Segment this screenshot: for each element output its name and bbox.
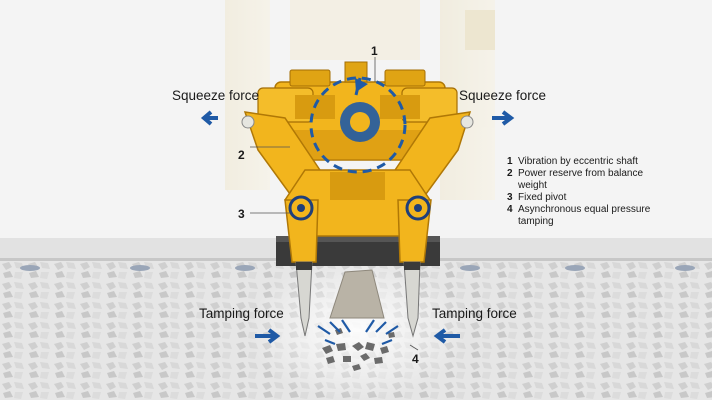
legend-item-number: 4 — [507, 204, 513, 215]
legend-item: 2 Power reserve from balance weight — [507, 168, 707, 192]
callout-2: 2 — [238, 148, 245, 162]
eccentric-shaft-rotation — [309, 76, 407, 174]
legend-item: 4 Asynchronous equal pressure tamping — [507, 204, 707, 228]
ballast-flow-arrows — [317, 319, 399, 346]
legend-item-number: 2 — [507, 168, 513, 179]
machine-frame-background — [225, 0, 495, 200]
legend-item-number: 3 — [507, 192, 513, 203]
callout-4: 4 — [412, 352, 419, 366]
legend-item: 3 Fixed pivot — [507, 192, 707, 204]
callout-leaders — [250, 57, 419, 351]
tamping-arrow-left — [255, 328, 281, 344]
legend-item-text: Vibration by eccentric shaft — [518, 156, 638, 167]
squeeze-force-label-right: Squeeze force — [459, 88, 547, 103]
rail-fastenings — [20, 265, 695, 271]
squeeze-arrow-left — [200, 110, 218, 126]
legend-item-text: Power reserve from balance weight — [518, 168, 644, 191]
legend-item-number: 1 — [507, 156, 513, 167]
tamping-force-label-left: Tamping force — [199, 306, 284, 321]
ballast-cone — [329, 269, 385, 319]
tamping-force-label-right: Tamping force — [432, 306, 517, 321]
tamping-arrow-right — [433, 328, 460, 344]
callout-1: 1 — [371, 44, 378, 58]
legend-item-text: Fixed pivot — [518, 192, 567, 203]
tamping-unit — [241, 61, 474, 338]
callout-3: 3 — [238, 207, 245, 221]
squeeze-force-label-left: Squeeze force — [172, 88, 260, 103]
legend-item-text: Asynchronous equal pressure tamping — [518, 204, 651, 227]
squeeze-arrow-right — [492, 110, 515, 126]
legend: 1 Vibration by eccentric shaft 2 Power r… — [507, 156, 707, 228]
legend-item: 1 Vibration by eccentric shaft — [507, 156, 707, 168]
